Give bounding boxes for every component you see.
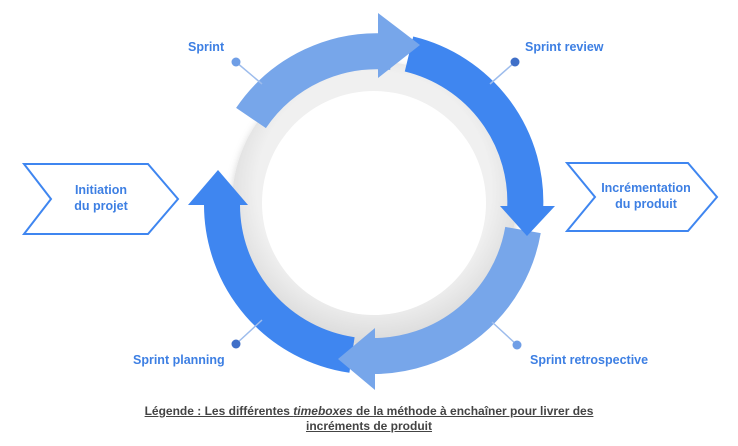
arrowhead-left-icon — [188, 170, 248, 205]
label-sprint: Sprint — [188, 40, 225, 54]
increment-chevron: Incrémentation du produit — [564, 162, 719, 232]
ring-arc-bottom — [369, 226, 541, 375]
label-sprint-planning: Sprint planning — [133, 353, 225, 367]
increment-label-line1: Incrémentation — [601, 181, 691, 195]
connector-sprint — [231, 57, 263, 85]
increment-label-line2: du produit — [615, 197, 678, 211]
arrowhead-top-icon — [378, 13, 420, 78]
caption-line1: Légende : Les différentes timeboxes de l… — [145, 404, 594, 418]
arrowhead-bottom-icon — [338, 328, 375, 390]
inner-disc-face — [262, 91, 486, 315]
initiation-label-line1: Initiation — [75, 183, 127, 197]
label-sprint-review: Sprint review — [525, 40, 604, 54]
connector-dot — [231, 339, 241, 349]
label-sprint-retrospective: Sprint retrospective — [530, 353, 648, 367]
connector-dot — [510, 57, 520, 67]
initiation-chevron: Initiation du projet — [21, 163, 180, 235]
connector-dot — [231, 57, 241, 67]
ring-arc-right — [404, 36, 544, 214]
ring-arc-left — [204, 204, 355, 373]
arrowhead-right-icon — [500, 206, 555, 236]
legend-caption: Légende : Les différentes timeboxes de l… — [0, 404, 738, 434]
initiation-label-line2: du projet — [74, 199, 128, 213]
connector-sprint-review — [489, 57, 520, 85]
caption-prefix: Légende : Les différentes — [144, 404, 294, 418]
connector-sprint-retrospective — [491, 321, 522, 350]
ring-arc-top — [236, 33, 394, 129]
caption-line2: incréments de produit — [305, 419, 433, 433]
caption-suffix: de la méthode à enchaîner pour livrer de… — [352, 404, 594, 418]
caption-emphasis: timeboxes — [293, 404, 353, 418]
connector-dot — [512, 340, 522, 350]
connector-sprint-planning — [231, 319, 263, 349]
